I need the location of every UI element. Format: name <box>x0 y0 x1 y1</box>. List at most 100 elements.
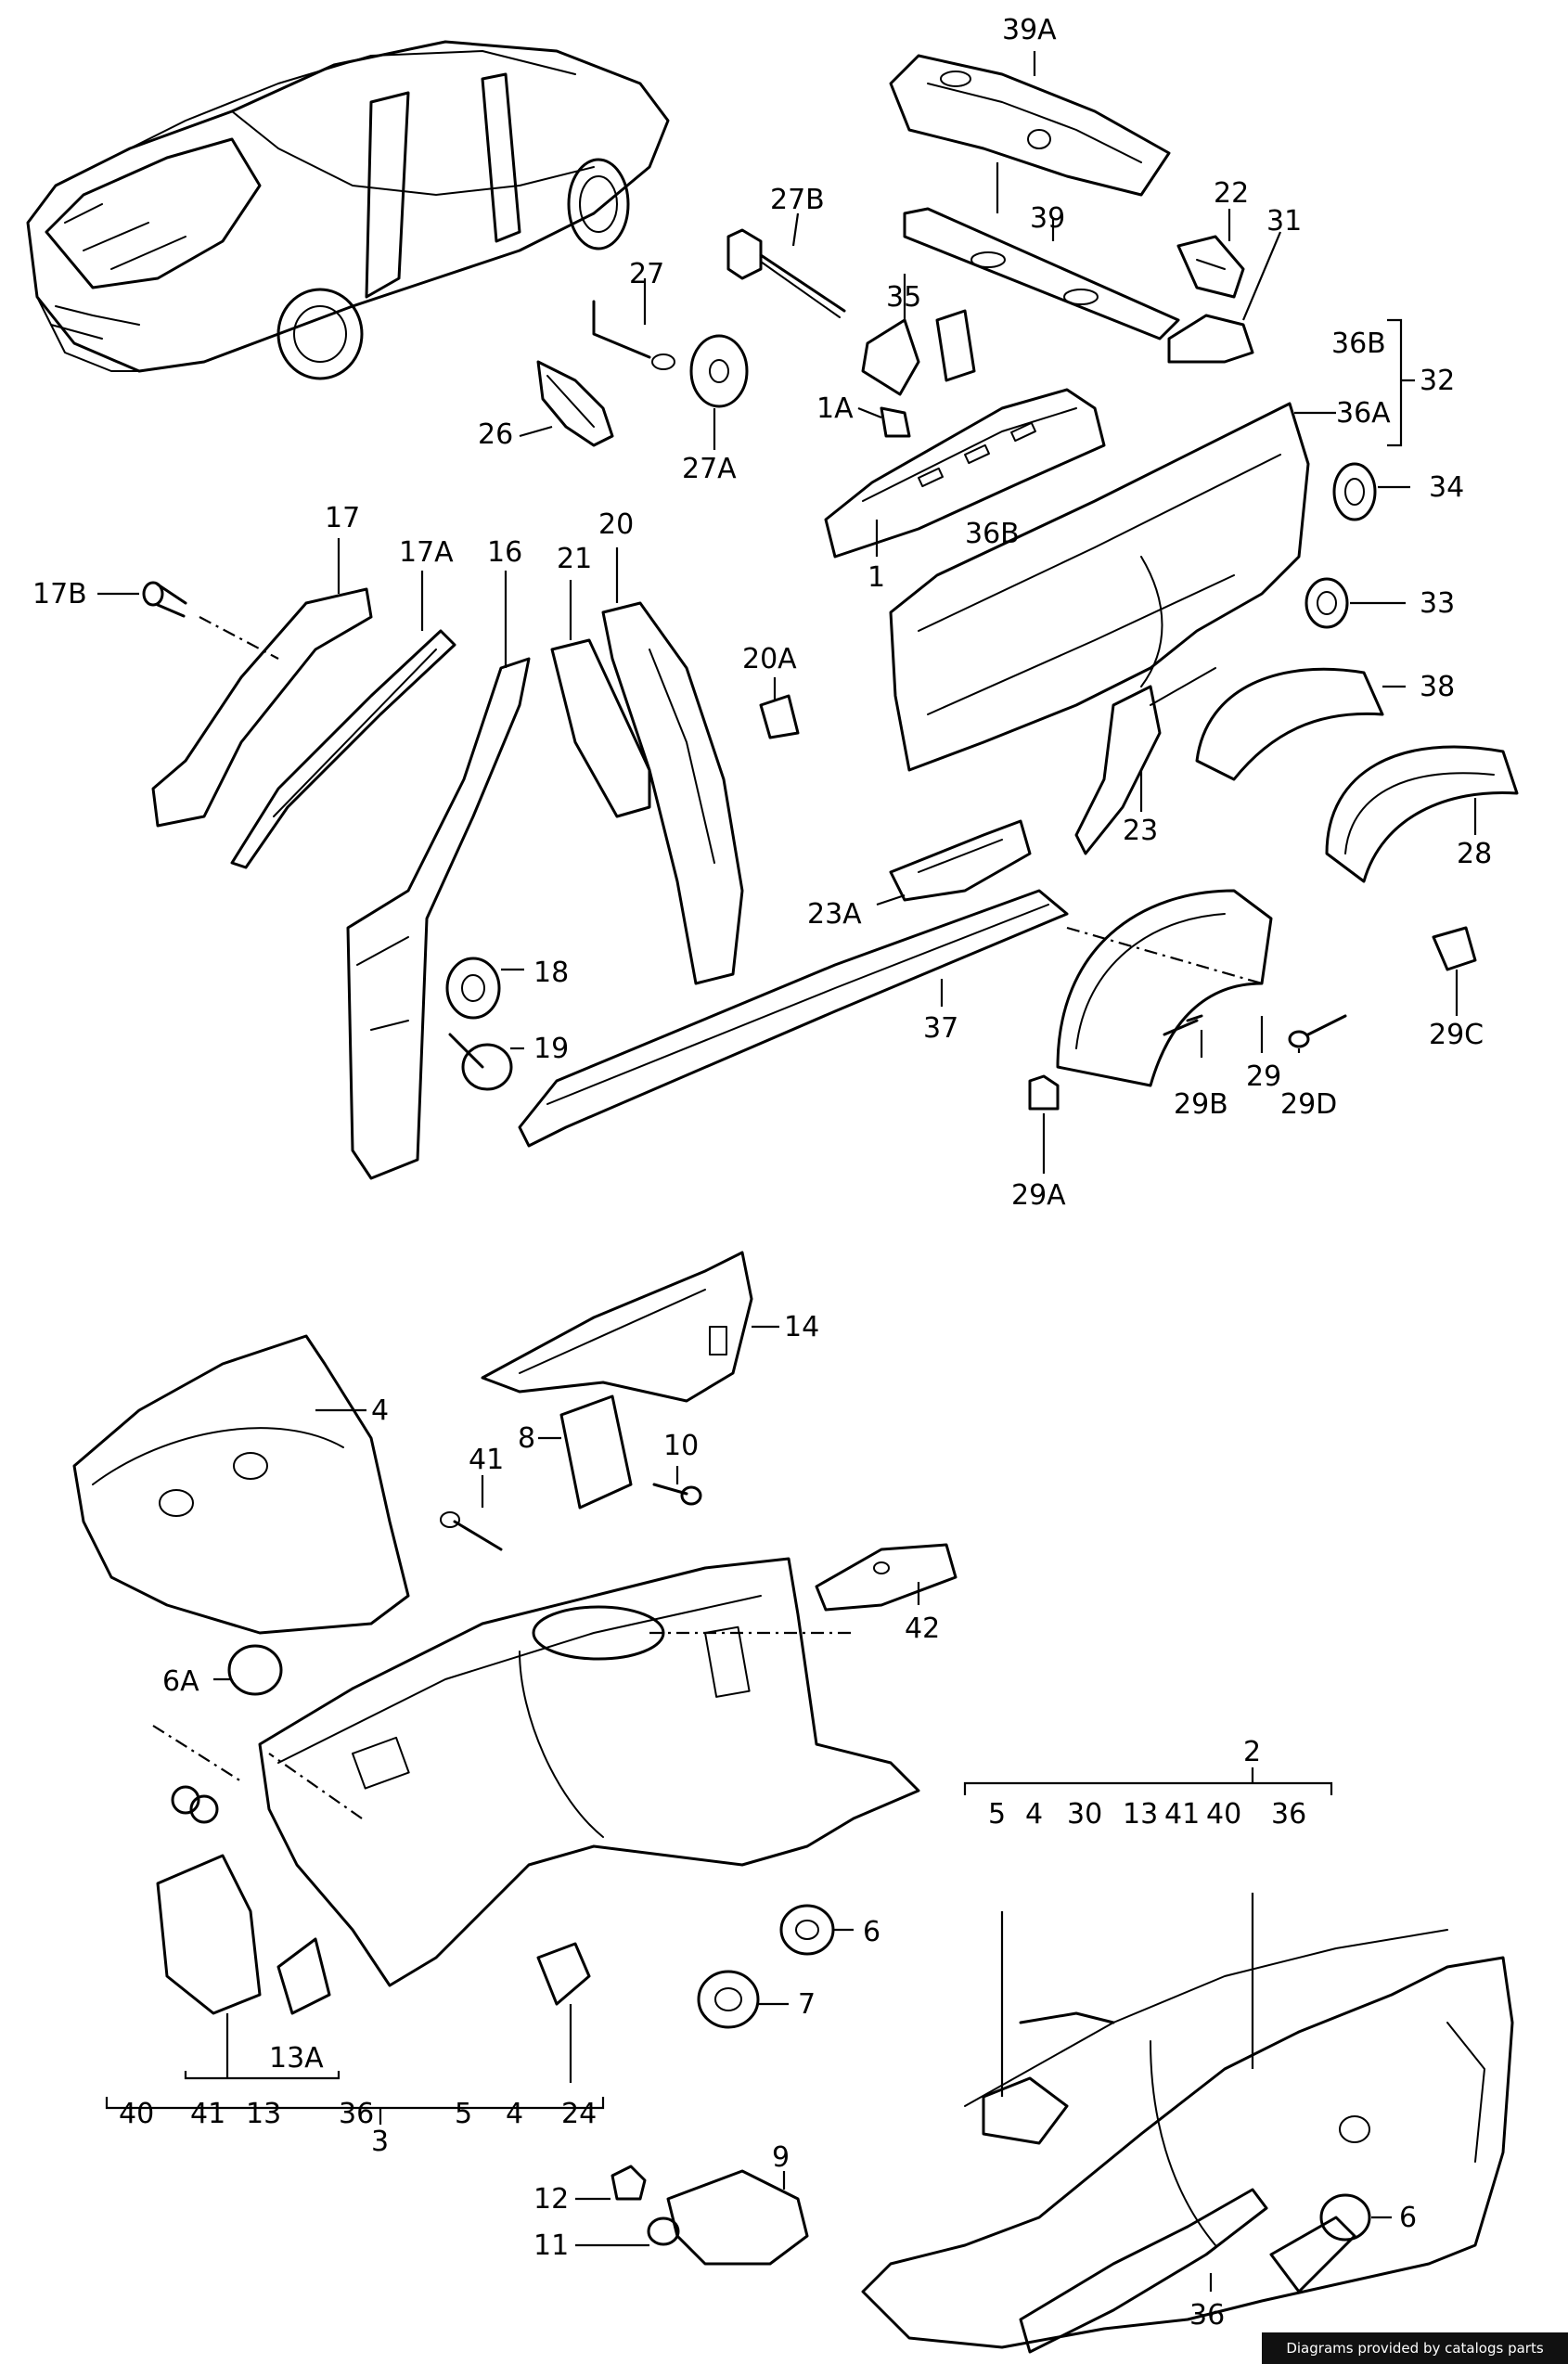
part-36a-quarter-panel <box>889 402 1336 772</box>
part-10 <box>652 1466 702 1506</box>
label-35: 35 <box>886 281 921 314</box>
label-39a: 39A <box>1002 14 1057 46</box>
part-27 <box>592 278 675 370</box>
label-1: 1 <box>868 561 885 594</box>
label-7: 7 <box>798 1988 816 2021</box>
part-20a <box>759 677 800 739</box>
group3-item-5: 5 <box>455 2098 472 2130</box>
group2-item-41: 41 <box>1164 1798 1200 1831</box>
part-36-lower <box>1019 2188 1268 2354</box>
label-20a: 20A <box>742 643 797 675</box>
part-16 <box>346 571 531 1180</box>
part-1 <box>824 388 1106 559</box>
part-40-plugs <box>171 1785 219 1824</box>
part-29 <box>1056 889 1273 1087</box>
label-38: 38 <box>1420 671 1455 703</box>
label-13a: 13A <box>269 2042 324 2075</box>
part-17a <box>230 571 456 869</box>
label-31: 31 <box>1266 205 1302 238</box>
part-33 <box>1305 577 1406 629</box>
label-6: 6 <box>863 1916 880 1948</box>
label-17a: 17A <box>399 536 454 569</box>
label-29a: 29A <box>1011 1179 1066 1212</box>
callout-labels: 39A 27B 39 22 31 27 35 36B 32 1A 36A 26 … <box>32 14 1492 2332</box>
part-42 <box>815 1543 958 1612</box>
part-13a <box>276 1937 331 2015</box>
label-17: 17 <box>325 502 360 534</box>
label-10: 10 <box>663 1430 699 1462</box>
part-29c <box>1432 926 1477 1016</box>
label-36b-top: 36B <box>1331 328 1386 360</box>
label-4: 4 <box>371 1394 389 1427</box>
label-18: 18 <box>533 957 569 989</box>
part-14 <box>481 1251 779 1403</box>
label-26: 26 <box>478 418 513 451</box>
part-39a <box>889 51 1171 197</box>
part-35 <box>861 274 976 396</box>
label-33: 33 <box>1420 587 1455 620</box>
label-8: 8 <box>518 1422 535 1455</box>
group3-item-36: 36 <box>339 2098 374 2130</box>
part-6 <box>779 1904 854 1956</box>
label-42: 42 <box>905 1612 940 1645</box>
label-2: 2 <box>1243 1736 1261 1768</box>
label-19: 19 <box>533 1033 569 1065</box>
front-body-assembly <box>258 1557 920 1987</box>
part-29d <box>1288 1014 1347 1053</box>
group2-item-36: 36 <box>1271 1798 1306 1831</box>
label-29b: 29B <box>1174 1088 1228 1121</box>
part-20 <box>601 547 744 985</box>
group3-item-40: 40 <box>119 2098 154 2130</box>
part-29b <box>1163 1014 1203 1058</box>
part-23 <box>1074 667 1216 855</box>
part-4 <box>72 1334 410 1635</box>
right-body-assembly <box>861 1893 1514 2349</box>
group2-item-13: 13 <box>1123 1798 1158 1831</box>
part-29a <box>1028 1074 1060 1174</box>
part-28 <box>1325 745 1519 883</box>
credit-banner: Diagrams provided by catalogs parts <box>1262 2332 1568 2364</box>
part-21 <box>550 580 651 818</box>
group2-item-4: 4 <box>1025 1798 1043 1831</box>
part-6a <box>152 1644 283 1782</box>
label-27b: 27B <box>770 184 825 216</box>
group-13-bracket <box>184 2071 341 2080</box>
group3-item-4: 4 <box>506 2098 523 2130</box>
label-24: 24 <box>561 2098 597 2130</box>
part-31 <box>1167 231 1282 364</box>
label-27a: 27A <box>682 453 737 485</box>
label-36-lower: 36 <box>1189 2299 1225 2332</box>
group2-item-5: 5 <box>988 1798 1006 1831</box>
part-9 <box>666 2169 809 2266</box>
label-16: 16 <box>487 536 522 569</box>
part-6-right <box>1319 2115 1392 2242</box>
part-23a <box>876 819 1032 906</box>
part-24 <box>536 1942 591 2083</box>
part-17b <box>97 581 279 660</box>
group3-item-13: 13 <box>246 2098 281 2130</box>
part-13 <box>156 1854 262 2078</box>
label-29: 29 <box>1246 1060 1281 1093</box>
label-23a: 23A <box>807 898 862 931</box>
part-1a <box>857 406 911 438</box>
label-3: 3 <box>371 2126 389 2158</box>
label-1a: 1A <box>816 392 854 425</box>
label-29d: 29D <box>1280 1088 1337 1121</box>
label-37: 37 <box>923 1012 958 1045</box>
label-14: 14 <box>784 1311 819 1343</box>
label-39: 39 <box>1030 202 1065 235</box>
part-22 <box>1176 209 1245 299</box>
label-9: 9 <box>772 2141 790 2174</box>
label-17b: 17B <box>32 578 87 610</box>
group2-item-30: 30 <box>1067 1798 1102 1831</box>
group-32-bracket <box>1387 318 1415 447</box>
part-11 <box>575 2216 680 2247</box>
part-27b <box>726 212 846 318</box>
label-23: 23 <box>1123 815 1158 847</box>
label-29c: 29C <box>1429 1019 1484 1051</box>
label-6-right: 6 <box>1399 2202 1417 2234</box>
part-17 <box>151 538 373 828</box>
label-34: 34 <box>1429 471 1464 504</box>
part-18 <box>445 957 524 1020</box>
